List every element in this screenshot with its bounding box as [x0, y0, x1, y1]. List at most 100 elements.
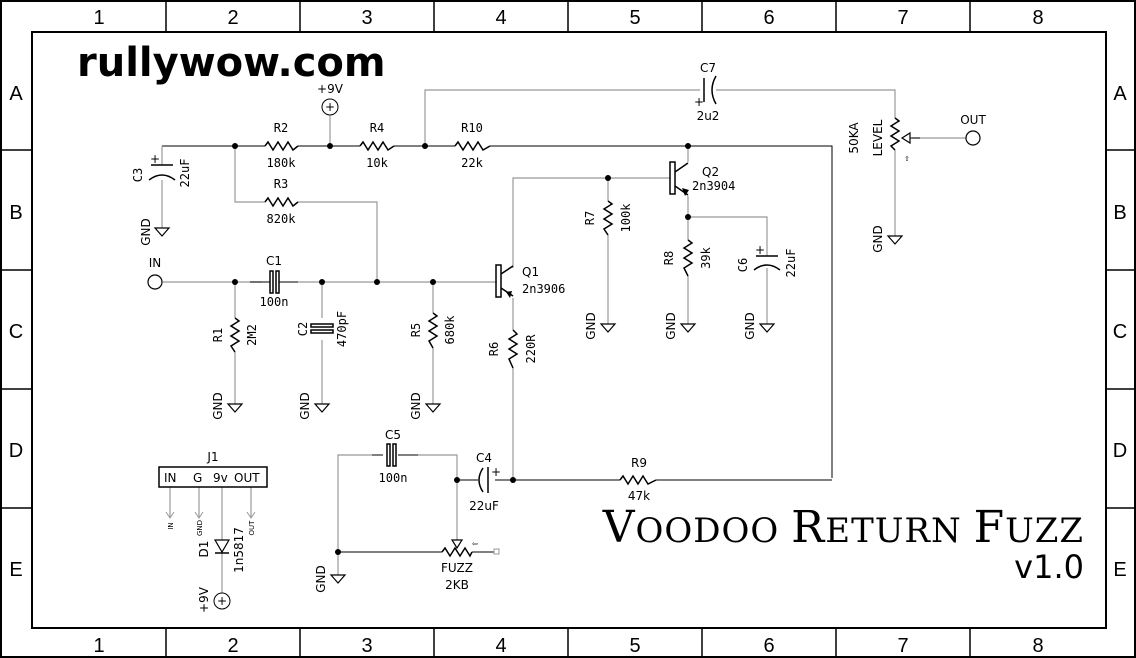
svg-text:R1: R1: [211, 328, 225, 342]
svg-text:+9V: +9V: [317, 82, 344, 96]
gnd-label: GND: [664, 312, 678, 340]
svg-text:C5: C5: [385, 428, 401, 442]
svg-text:+: +: [491, 465, 501, 479]
svg-text:2KB: 2KB: [445, 578, 469, 592]
svg-text:IN: IN: [167, 522, 175, 529]
svg-text:R2: R2: [274, 121, 288, 135]
svg-text:FUZZ: FUZZ: [441, 561, 473, 575]
svg-text:OUT: OUT: [960, 113, 986, 127]
svg-text:100k: 100k: [619, 203, 633, 233]
col-label-bottom: 5: [629, 635, 640, 657]
gnd-label: GND: [298, 392, 312, 420]
svg-text:LEVEL: LEVEL: [871, 119, 885, 156]
junctions: [232, 143, 691, 555]
transistor-q2: Q2 2n3904: [669, 161, 735, 196]
svg-text:50KA: 50KA: [847, 122, 861, 154]
svg-text:2n3904: 2n3904: [692, 179, 735, 193]
svg-text:2u2: 2u2: [697, 109, 720, 123]
svg-text:IN: IN: [164, 471, 177, 485]
svg-text:+: +: [150, 152, 160, 166]
svg-text:C6: C6: [736, 258, 750, 272]
row-label-right: D: [1113, 440, 1127, 462]
svg-text:R10: R10: [461, 121, 483, 135]
gnd-label: GND: [139, 218, 153, 246]
col-label-bottom: 7: [897, 635, 908, 657]
svg-text:⇧: ⇧: [904, 155, 910, 163]
svg-text:R8: R8: [662, 251, 676, 265]
col-label-top: 2: [227, 7, 238, 29]
capacitor-c5: C5 100n: [379, 428, 408, 485]
col-label-bottom: 4: [495, 635, 506, 657]
row-label-right: E: [1113, 559, 1126, 581]
svg-text:10k: 10k: [366, 156, 388, 170]
svg-text:C2: C2: [296, 322, 310, 336]
svg-text:R7: R7: [583, 211, 597, 225]
col-label-top: 7: [897, 7, 908, 29]
gnd-label: GND: [409, 392, 423, 420]
row-label-left: C: [9, 321, 23, 343]
gnd-label: GND: [743, 312, 757, 340]
svg-text:2M2: 2M2: [245, 324, 259, 346]
svg-text:R4: R4: [370, 121, 384, 135]
svg-text:2n3906: 2n3906: [522, 282, 565, 296]
ground-symbols: [153, 227, 904, 584]
resistor-r3: R3 820k: [264, 177, 299, 226]
resistor-r7: R7 100k: [583, 200, 633, 236]
resistor-r6: R6 220R: [487, 329, 538, 369]
svg-text:IN: IN: [149, 256, 162, 270]
input-jack: IN: [147, 256, 163, 290]
svg-text:22uF: 22uF: [178, 159, 192, 188]
col-label-top: 1: [93, 7, 104, 29]
row-label-right: B: [1113, 202, 1126, 224]
svg-text:680k: 680k: [443, 315, 457, 345]
col-label-bottom: 3: [361, 635, 372, 657]
svg-text:100n: 100n: [379, 471, 408, 485]
svg-text:R6: R6: [487, 342, 501, 356]
potentiometer-fuzz: ⇦ FUZZ 2KB: [441, 539, 500, 592]
svg-text:1n5817: 1n5817: [232, 527, 246, 573]
svg-text:J1: J1: [206, 450, 218, 464]
col-label-top: 3: [361, 7, 372, 29]
row-label-right: A: [1113, 83, 1127, 105]
svg-text:22uF: 22uF: [469, 499, 499, 513]
svg-text:R3: R3: [274, 177, 288, 191]
resistor-r5: R5 680k: [409, 312, 457, 349]
resistor-r1: R1 2M2: [211, 317, 259, 353]
power-9v-bottom: + +9V: [197, 586, 231, 613]
resistor-r8: R8 39k: [662, 239, 713, 277]
potentiometer-level: ⇧ LEVEL 50KA: [847, 117, 920, 163]
col-label-top: 4: [495, 7, 506, 29]
col-label-bottom: 8: [1032, 635, 1043, 657]
power-9v-top: + +9V: [317, 82, 344, 116]
inner-frame: [31, 31, 1107, 629]
svg-text:C4: C4: [476, 451, 492, 465]
gnd-label: GND: [584, 312, 598, 340]
svg-text:D1: D1: [197, 541, 211, 558]
resistor-r2: R2 180k: [264, 121, 299, 170]
svg-text:+: +: [755, 243, 765, 257]
svg-text:C3: C3: [131, 168, 145, 182]
diode-d1: D1 1n5817: [197, 527, 246, 573]
svg-text:OUT: OUT: [248, 520, 256, 536]
capacitor-c7: + C7 2u2: [694, 61, 719, 123]
svg-text:Q2: Q2: [702, 165, 719, 179]
col-label-top: 8: [1032, 7, 1043, 29]
svg-text:180k: 180k: [267, 156, 297, 170]
row-label-left: D: [9, 440, 23, 462]
col-label-top: 5: [629, 7, 640, 29]
svg-text:C7: C7: [700, 61, 716, 75]
svg-text:R5: R5: [409, 323, 423, 337]
capacitor-c1: C1 100n: [260, 254, 289, 309]
capacitor-c4: + C4 22uF: [469, 451, 501, 513]
capacitor-c2: C2 470pF: [296, 311, 349, 347]
svg-text:G: G: [193, 471, 202, 485]
svg-text:820k: 820k: [267, 212, 297, 226]
svg-text:OUT: OUT: [234, 471, 260, 485]
version-label: v1.0: [1014, 548, 1084, 586]
brand-label: rullywow.com: [77, 40, 386, 86]
svg-text:⇦: ⇦: [472, 540, 478, 548]
svg-text:100n: 100n: [260, 295, 289, 309]
gnd-label: GND: [211, 392, 225, 420]
svg-text:GND: GND: [196, 520, 204, 536]
